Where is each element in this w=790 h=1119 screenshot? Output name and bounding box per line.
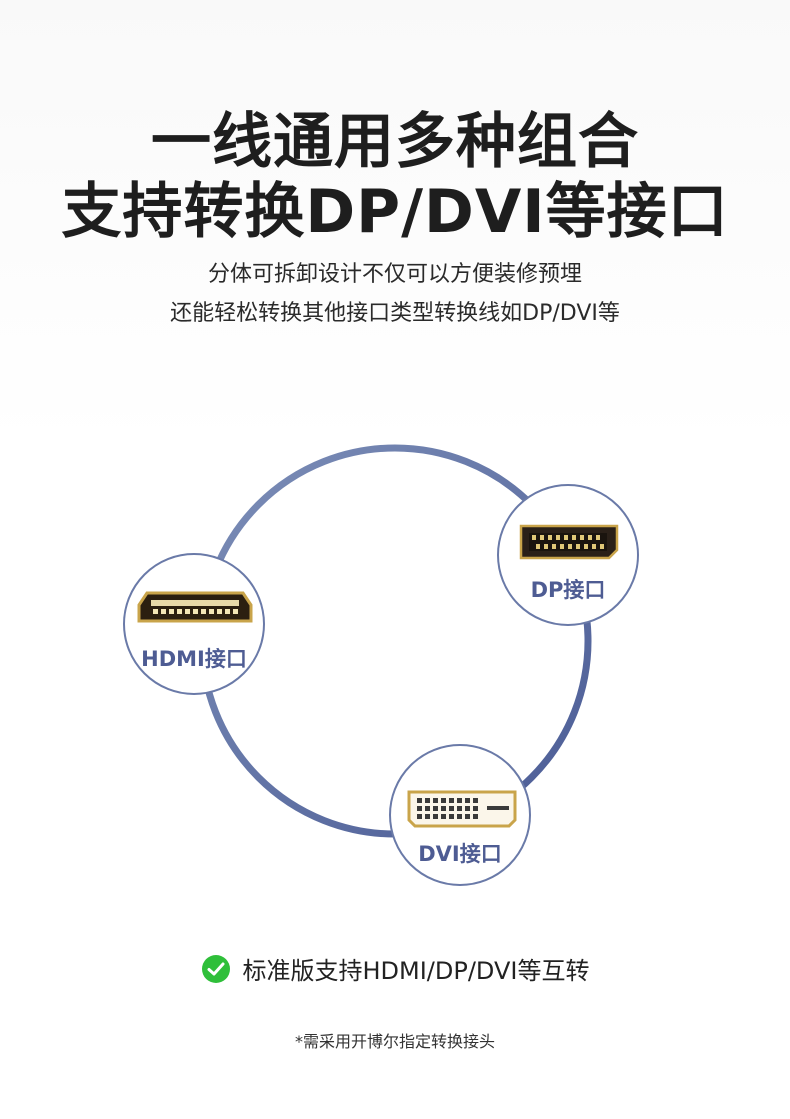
subtitle-line-1: 分体可拆卸设计不仅可以方便装修预埋: [207, 262, 582, 287]
dvi-port-icon: [407, 790, 517, 828]
dp-port-bubble: DP接口: [497, 484, 639, 626]
subtitle-line-2: 还能轻松转换其他接口类型转换线如DP/DVI等: [170, 301, 620, 326]
footnote: *需采用开博尔指定转换接头: [294, 1032, 495, 1051]
interface-diagram: HDMI接口 DP接口: [0, 420, 790, 900]
displayport-icon: [519, 524, 619, 560]
standard-support-row: 标准版支持HDMI/DP/DVI等互转: [0, 951, 790, 986]
dp-port-label: DP接口: [530, 578, 606, 602]
hdmi-port-label: HDMI接口: [141, 647, 247, 671]
headline-line-2: 支持转换DP/DVI等接口: [61, 177, 729, 247]
standard-support-text: 标准版支持HDMI/DP/DVI等互转: [242, 957, 590, 985]
dvi-port-bubble: DVI接口: [389, 744, 531, 886]
dvi-port-label: DVI接口: [418, 842, 502, 866]
check-circle-icon: [201, 954, 230, 983]
hdmi-port-bubble: HDMI接口: [123, 553, 265, 695]
headline-line-1: 一线通用多种组合: [151, 107, 639, 177]
hdmi-port-icon: [137, 591, 253, 623]
